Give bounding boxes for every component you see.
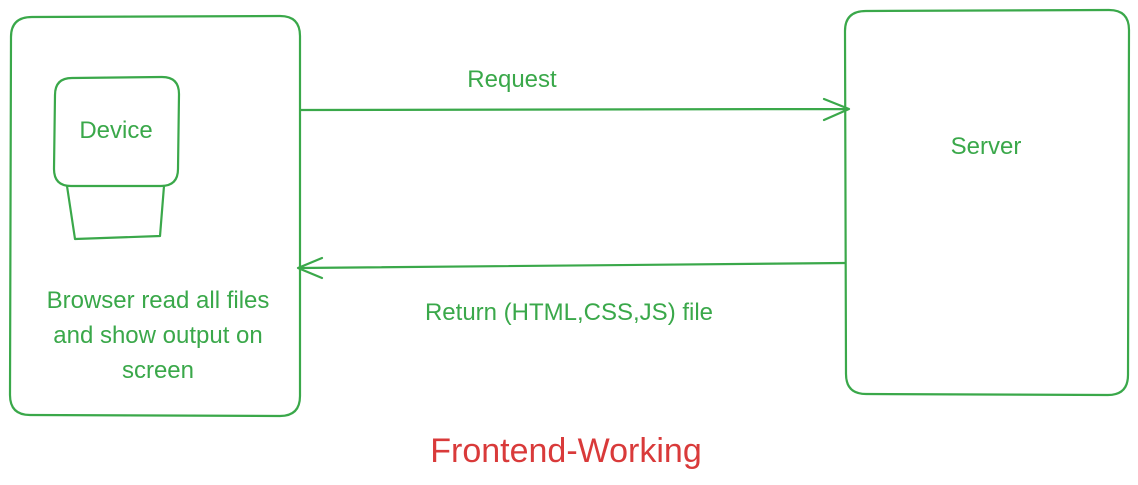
return-label: Return (HTML,CSS,JS) file bbox=[424, 299, 714, 326]
browser-description-line-2: and show output on bbox=[53, 321, 263, 349]
request-arrow bbox=[299, 97, 851, 122]
browser-description-line-1: Browser read all files bbox=[46, 287, 270, 314]
device-label: Device bbox=[79, 117, 153, 144]
server-label: Server bbox=[950, 133, 1022, 160]
browser-description-line-3: screen bbox=[121, 356, 195, 384]
client-box bbox=[8, 14, 302, 418]
device-stand-shape bbox=[65, 184, 166, 241]
browser-description: Browser read all files and show output o… bbox=[47, 284, 270, 388]
return-arrow bbox=[296, 256, 847, 280]
server-box bbox=[843, 8, 1131, 397]
request-label: Request bbox=[467, 66, 557, 93]
diagram-caption: Frontend-Working bbox=[430, 432, 702, 470]
device-screen-shape bbox=[52, 75, 181, 188]
